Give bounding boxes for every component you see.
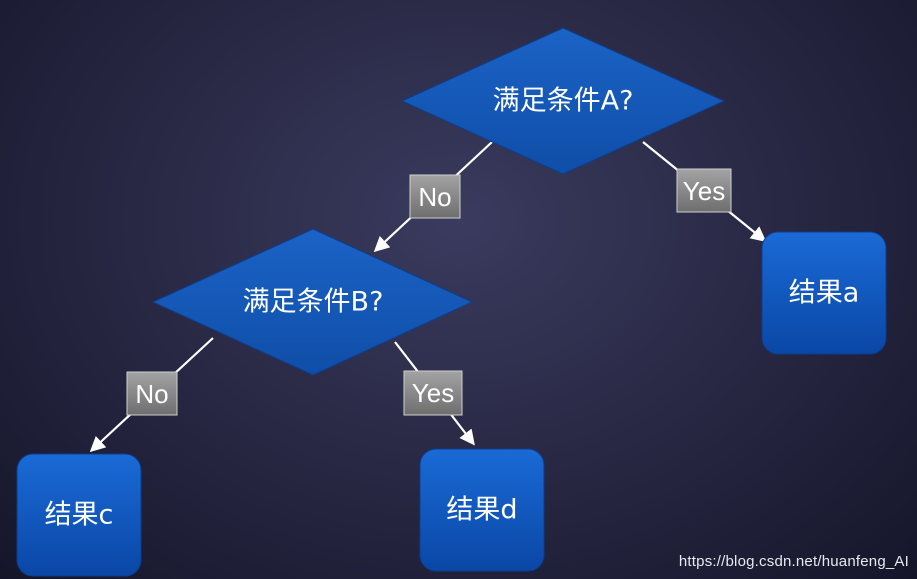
edge-label-b-no-text: No [135, 379, 168, 409]
edge-label-b-yes-text: Yes [412, 378, 454, 408]
decision-a-label: 满足条件A? [493, 86, 634, 117]
edge-label-a-no: No [409, 174, 461, 219]
edge-label-b-yes: Yes [403, 370, 463, 416]
edge-label-b-no: No [126, 371, 178, 416]
result-node-a: 结果a [761, 231, 887, 355]
edge-label-a-yes-text: Yes [683, 176, 725, 206]
result-a-label: 结果a [789, 278, 860, 309]
result-node-d: 结果d [419, 448, 545, 572]
result-d-label: 结果d [446, 495, 517, 526]
decision-node-a: 满足条件A? [400, 27, 726, 175]
result-c-label: 结果c [45, 500, 114, 531]
watermark-url: https://blog.csdn.net/huanfeng_AI [678, 553, 909, 570]
decision-b-label: 满足条件B? [243, 287, 384, 318]
decision-node-b: 满足条件B? [151, 228, 474, 376]
edge-label-a-yes: Yes [676, 168, 732, 213]
result-node-c: 结果c [16, 453, 142, 577]
edge-label-a-no-text: No [418, 182, 451, 212]
